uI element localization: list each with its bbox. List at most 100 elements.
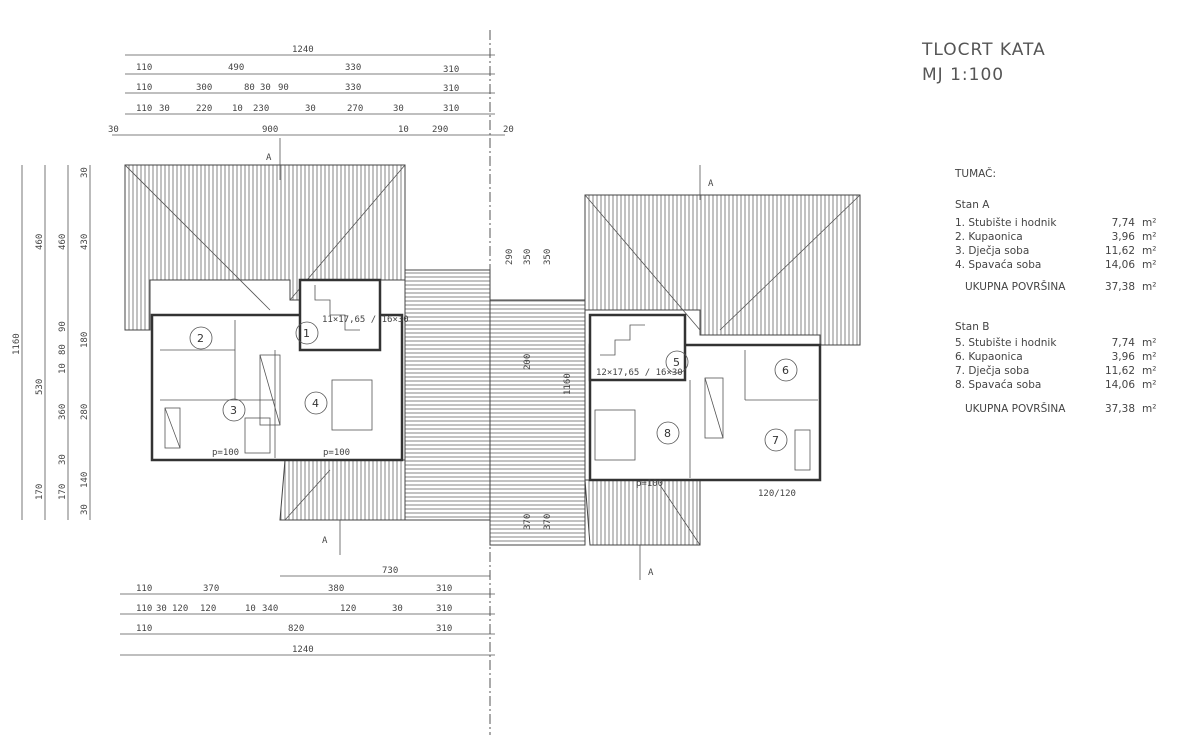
label: 270 — [347, 104, 363, 114]
label: 90 — [278, 83, 289, 93]
label: 120 — [340, 604, 356, 614]
middle-dimensions: 290 350 350 200 1160 370 370 — [505, 249, 573, 530]
label: 30 — [260, 83, 271, 93]
label: 360 — [58, 404, 68, 420]
label: 3. Dječja soba — [955, 245, 1029, 257]
label: 340 — [262, 604, 278, 614]
label: 350 — [523, 249, 533, 265]
label: 30 — [393, 104, 404, 114]
door-label: p=100 — [323, 448, 350, 458]
room-number-4: 4 — [312, 397, 319, 410]
label: 310 — [436, 604, 452, 614]
label: 30 — [156, 604, 167, 614]
drawing-scale: MJ 1:100 — [922, 65, 1004, 85]
label: 350 — [543, 249, 553, 265]
label: 110 — [136, 624, 152, 634]
label: 10 — [232, 104, 243, 114]
label: A — [266, 153, 272, 163]
label: 1160 — [12, 333, 22, 355]
bed-a — [331, 379, 373, 431]
label: 530 — [35, 379, 45, 395]
label: 1240 — [292, 645, 314, 655]
label: 10 — [58, 363, 68, 374]
label: 30 — [80, 504, 90, 515]
label: 310 — [436, 584, 452, 594]
label: 80 — [244, 83, 255, 93]
bed-b — [594, 409, 636, 461]
label: 490 — [228, 63, 244, 73]
label: 90 — [58, 321, 68, 332]
label: 30 — [392, 604, 403, 614]
label: m² — [1142, 217, 1156, 229]
label: m² — [1142, 351, 1156, 363]
label: 290 — [505, 249, 515, 265]
door-label: p=100 — [636, 479, 663, 489]
label: 30 — [58, 454, 68, 465]
roof-middle-a — [404, 269, 491, 521]
label: A — [648, 568, 654, 578]
label: 110 — [136, 104, 152, 114]
label: 37,38 — [1105, 403, 1135, 415]
room-number-3: 3 — [230, 404, 237, 417]
label: 370 — [203, 584, 219, 594]
section-marks: A A A A — [266, 138, 714, 580]
label: 11,62 — [1105, 365, 1135, 377]
label: A — [708, 179, 714, 189]
legend-unit-b: Stan B — [955, 321, 989, 333]
label: 110 — [136, 63, 152, 73]
label: 330 — [345, 83, 361, 93]
label: 3,96 — [1112, 231, 1136, 243]
label: 170 — [58, 484, 68, 500]
label: 1240 — [292, 45, 314, 55]
label: 20 — [503, 125, 514, 135]
label: 10 — [398, 125, 409, 135]
label: 30 — [159, 104, 170, 114]
label: m² — [1142, 337, 1156, 349]
label: 220 — [196, 104, 212, 114]
label: 290 — [432, 125, 448, 135]
label: 8. Spavaća soba — [955, 379, 1041, 391]
label: 200 — [523, 354, 533, 370]
stair-label: 12×17,65 / 16×30 — [596, 368, 683, 378]
room-number-6: 6 — [782, 364, 789, 377]
room-number-8: 8 — [664, 427, 671, 440]
label: 6. Kupaonica — [955, 351, 1023, 363]
stair-label: 11×17,65 / 16×30 — [322, 315, 409, 325]
stairs-a — [314, 285, 360, 331]
label: 280 — [80, 404, 90, 420]
label: 120 — [200, 604, 216, 614]
label: 460 — [35, 234, 45, 250]
legend-heading: TUMAČ: — [954, 167, 996, 180]
label: 30 — [108, 125, 119, 135]
stairs-b — [600, 324, 645, 356]
label: 10 — [245, 604, 256, 614]
room-number-1: 1 — [303, 327, 310, 340]
label: 11,62 — [1105, 245, 1135, 257]
roof-south-a — [279, 459, 406, 521]
label: 820 — [288, 624, 304, 634]
roof-middle-b — [489, 299, 586, 546]
label: m² — [1142, 245, 1156, 257]
label: m² — [1142, 403, 1156, 415]
label: 3,96 — [1112, 351, 1136, 363]
label: m² — [1142, 365, 1156, 377]
label: 310 — [436, 624, 452, 634]
legend-unit-a: Stan A — [955, 199, 990, 211]
window-label: 120/120 — [758, 489, 796, 499]
label: 37,38 — [1105, 281, 1135, 293]
label: m² — [1142, 281, 1156, 293]
label: 7. Dječja soba — [955, 365, 1029, 377]
label: 14,06 — [1105, 259, 1135, 271]
label: 230 — [253, 104, 269, 114]
label: 4. Spavaća soba — [955, 259, 1041, 271]
label: 7,74 — [1112, 337, 1136, 349]
house-a: 1 2 3 4 p=100 p=100 11×17,65 / 16×30 — [124, 164, 491, 521]
label: 310 — [443, 84, 459, 94]
label: 30 — [305, 104, 316, 114]
label: 330 — [345, 63, 361, 73]
drawing-title: TLOCRT KATA — [921, 40, 1046, 60]
label: 310 — [443, 65, 459, 75]
label: 370 — [523, 514, 533, 530]
